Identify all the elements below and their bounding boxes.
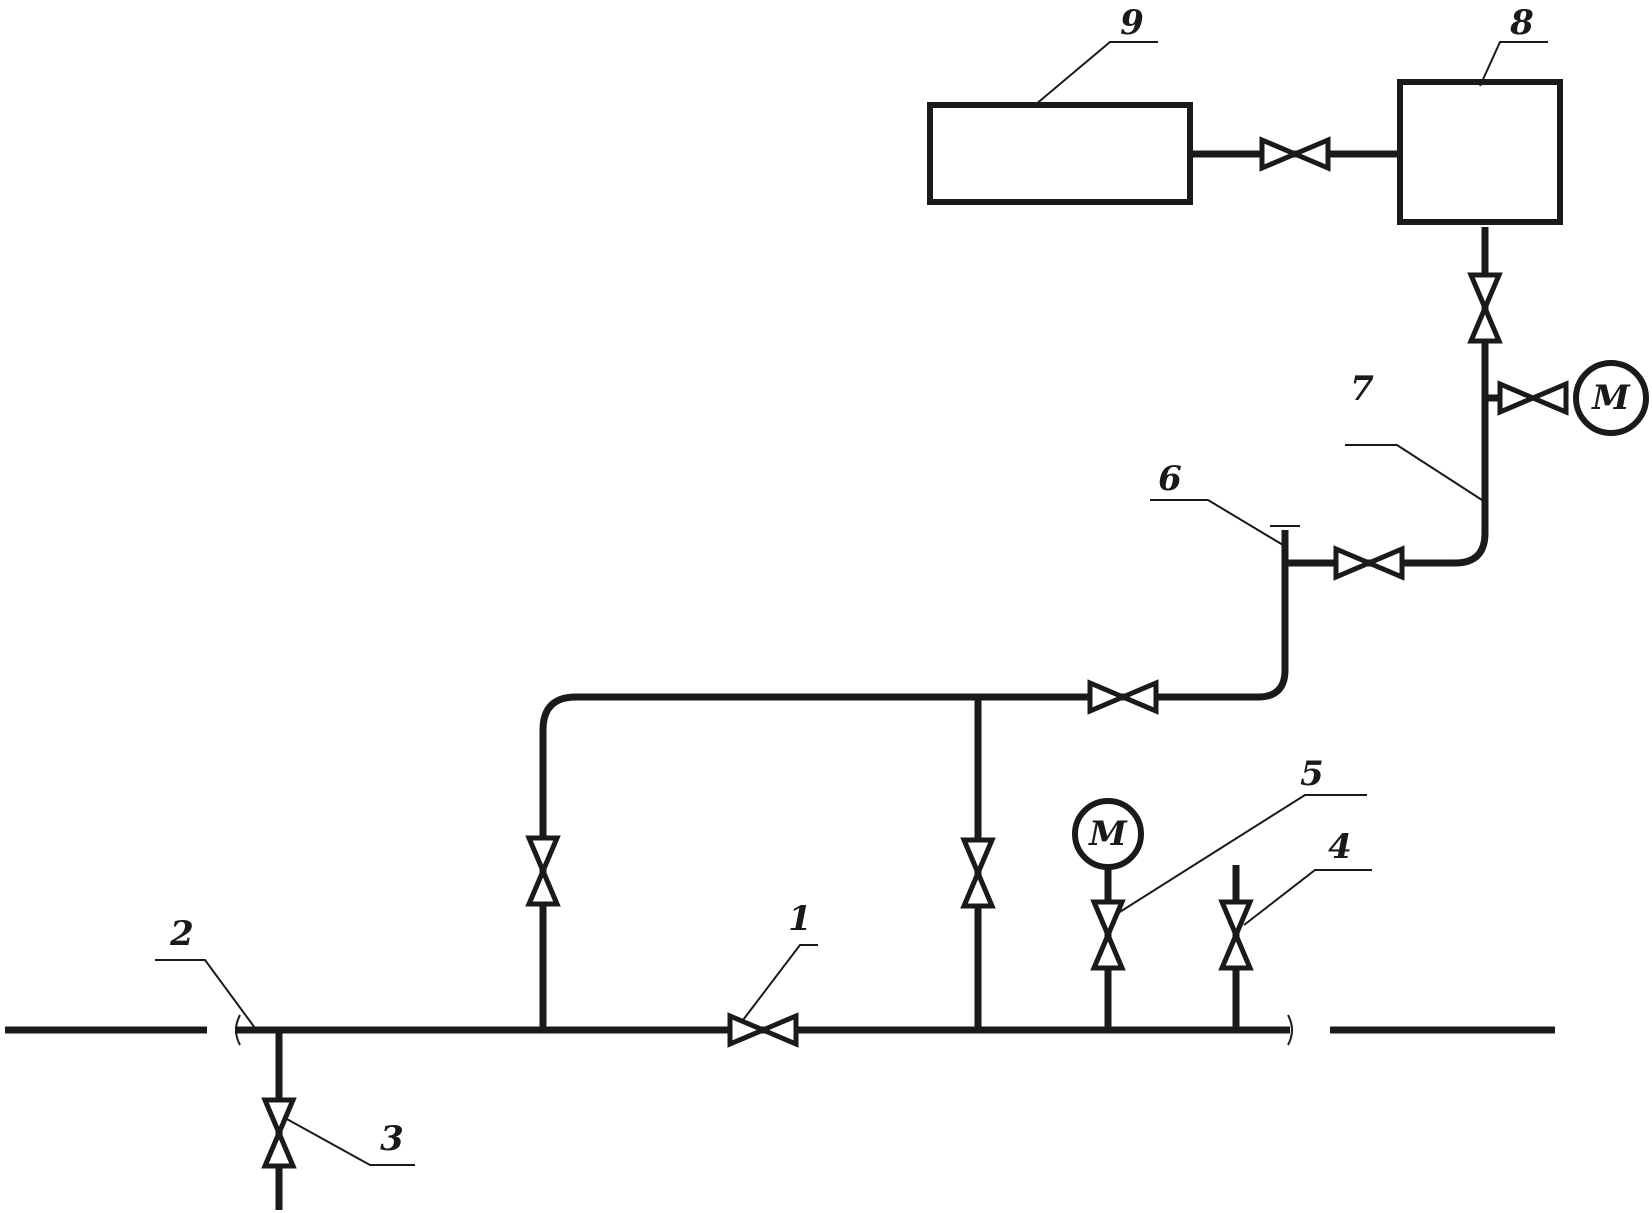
pipe-break-right (1287, 1014, 1293, 1046)
callout-label-5: 5 (1300, 754, 1324, 794)
callout-label-1: 1 (788, 899, 812, 939)
valve-tank-outlet (1467, 272, 1503, 344)
equipment-box-9 (927, 102, 1193, 205)
gauge-symbol-lower: M (1088, 814, 1128, 854)
callout-label-6: 6 (1158, 459, 1182, 499)
bypass-loop-pipe (539, 530, 1289, 1030)
valve-gauge-side-branch (1497, 380, 1569, 416)
leader-line-1 (742, 944, 818, 1021)
callout-label-8: 8 (1509, 3, 1534, 43)
leader-line-3 (284, 1117, 415, 1166)
leader-lines (155, 41, 1548, 1166)
leader-line-9 (1034, 41, 1158, 106)
valve-middle-riser (960, 837, 996, 909)
valve-upper-horizontal (1087, 679, 1159, 715)
equipment-box-8 (1397, 79, 1563, 225)
valve-drain (261, 1097, 297, 1169)
leader-line-5 (1114, 794, 1367, 916)
callout-label-7: 7 (1350, 369, 1374, 409)
callout-label-4: 4 (1328, 827, 1352, 867)
leader-line-7 (1345, 444, 1483, 501)
branch-pipes (275, 150, 1525, 1210)
valve-gauge-branch (1090, 899, 1126, 971)
callout-label-9: 9 (1120, 3, 1144, 43)
callout-label-2: 2 (169, 914, 194, 954)
valve-bypass-left-riser (525, 835, 561, 907)
valve-main-line (727, 1012, 799, 1048)
valve-upper-connection (1333, 545, 1405, 581)
callout-labels: 1 2 3 4 5 6 7 8 9 (169, 3, 1534, 1159)
gauge-symbol-upper: M (1591, 378, 1631, 418)
valve-vent-branch (1218, 899, 1254, 971)
upper-connection-pipe (1285, 227, 1489, 567)
pressure-gauge-lower: M (1072, 798, 1144, 870)
leader-line-8 (1479, 41, 1548, 87)
leader-line-2 (155, 959, 256, 1029)
valve-tank-link (1259, 136, 1331, 172)
callout-label-3: 3 (380, 1119, 404, 1159)
pressure-gauge-upper: M (1573, 360, 1649, 436)
leader-line-4 (1243, 869, 1372, 926)
leader-line-6 (1150, 499, 1284, 546)
